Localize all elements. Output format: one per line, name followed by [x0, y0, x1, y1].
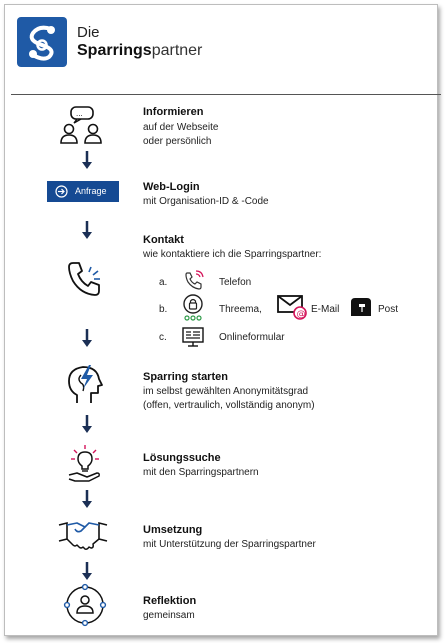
lightbulb-hand-icon	[65, 445, 105, 488]
logo-line-2-bold: Sparrings	[77, 42, 152, 59]
login-arrow-icon	[55, 185, 68, 198]
desc-line: im selbst gewählten Anonymitätsgrad	[143, 386, 309, 397]
phone-icon	[65, 259, 105, 304]
anfrage-button[interactable]: Anfrage	[47, 181, 119, 202]
step-title-informieren: Informieren	[143, 106, 204, 118]
logo-line-2-rest: partner	[151, 42, 203, 59]
arrow-down-icon	[82, 562, 92, 580]
anfrage-label: Anfrage	[75, 186, 107, 196]
option-letter-a: a.	[159, 277, 168, 288]
option-label-telefon: Telefon	[219, 277, 252, 288]
head-lightning-icon	[63, 363, 107, 410]
step-desc-kontakt: wie kontaktiere ich die Sparringspartner…	[143, 249, 322, 260]
step-desc-informieren: auf der Webseite oder persönlich	[143, 121, 218, 148]
form-icon	[181, 325, 205, 354]
desc-line: (offen, vertraulich, vollständig anonym)	[143, 399, 315, 411]
option-label-email: E-Mail	[311, 304, 340, 315]
desc-line: oder persönlich	[143, 135, 212, 147]
step-title-kontakt: Kontakt	[143, 234, 184, 246]
step-desc-umsetzung: mit Unterstützung der Sparringspartner	[143, 539, 316, 550]
arrow-down-icon	[82, 151, 92, 169]
step-title-reflektion: Reflektion	[143, 595, 197, 607]
arrow-down-icon	[82, 415, 92, 433]
page-frame: Die Sparringspartner ... Informieren auf…	[4, 4, 441, 636]
desc-line: auf der Webseite	[143, 122, 219, 133]
mailbox-icon	[349, 296, 373, 323]
option-letter-c: c.	[159, 332, 167, 343]
step-desc-web-login: mit Organisation-ID & -Code	[143, 196, 269, 207]
step-desc-reflektion: gemeinsam	[143, 610, 195, 621]
step-title-web-login: Web-Login	[143, 181, 200, 193]
people-chat-icon: ...	[57, 105, 107, 152]
logo-line-1: Die	[77, 24, 100, 41]
option-label-onlineformular: Onlineformular	[219, 332, 285, 343]
logo-icon	[17, 17, 67, 67]
header-divider	[11, 94, 441, 95]
option-label-threema: Threema,	[219, 304, 262, 315]
step-desc-sparring: im selbst gewählten Anonymitätsgrad (off…	[143, 385, 315, 412]
step-desc-loesungssuche: mit den Sparringspartnern	[143, 467, 259, 478]
phone-ringing-icon	[183, 269, 205, 296]
arrow-down-icon	[82, 329, 92, 347]
svg-text:@: @	[297, 310, 306, 320]
email-icon: @	[276, 293, 308, 326]
arrow-down-icon	[82, 221, 92, 239]
step-title-sparring: Sparring starten	[143, 371, 228, 383]
person-cycle-icon	[63, 583, 107, 632]
handshake-icon	[57, 517, 109, 558]
step-title-loesungssuche: Lösungssuche	[143, 452, 221, 464]
arrow-down-icon	[82, 490, 92, 508]
option-label-post: Post	[378, 304, 399, 315]
threema-icon	[181, 294, 205, 327]
svg-text:...: ...	[76, 110, 83, 118]
step-title-umsetzung: Umsetzung	[143, 524, 203, 536]
logo-wordmark: Die Sparringspartner	[77, 25, 202, 59]
option-letter-b: b.	[159, 304, 168, 315]
